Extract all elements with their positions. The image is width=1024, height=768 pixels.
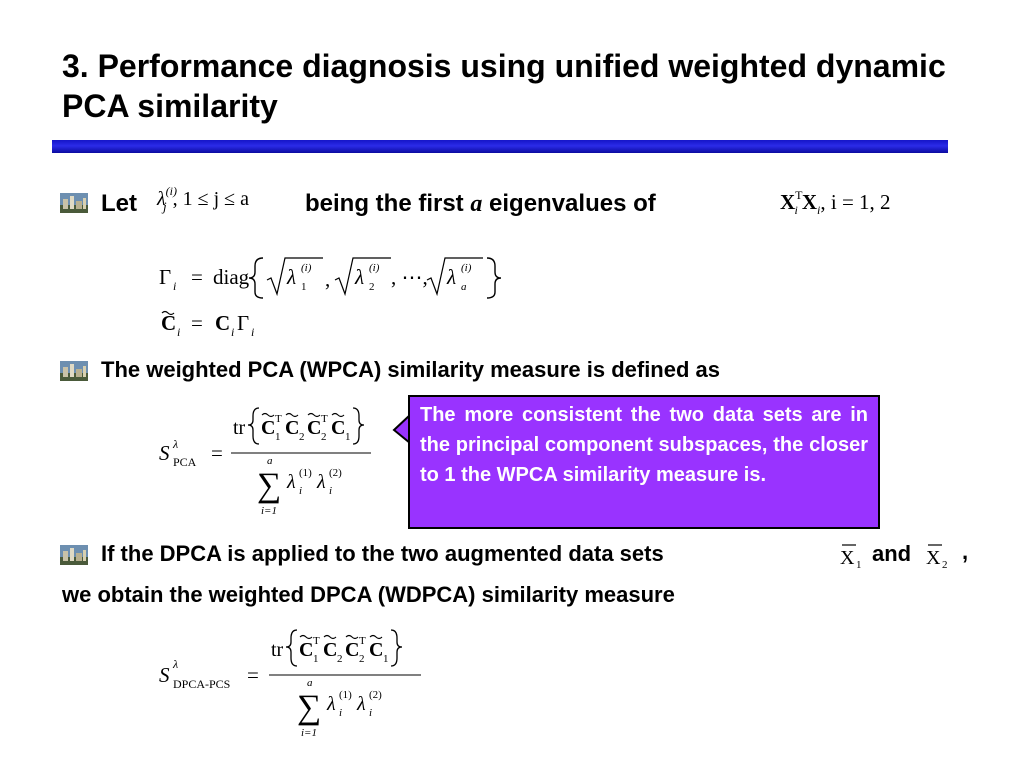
svg-text:i: i <box>173 279 176 293</box>
svg-text:1: 1 <box>383 653 389 665</box>
svg-text:λ: λ <box>286 471 296 493</box>
bullet-image-icon <box>60 545 88 565</box>
svg-text:λ: λ <box>446 265 456 289</box>
svg-text:(1): (1) <box>299 467 312 479</box>
svg-text:C: C <box>161 311 176 335</box>
svg-text:1: 1 <box>856 559 862 571</box>
svg-text:T: T <box>313 635 320 647</box>
lambda-j-expr: λ(i)j, 1 ≤ j ≤ a <box>157 184 250 214</box>
a-variable: a <box>470 191 483 217</box>
svg-text:λ: λ <box>172 437 178 451</box>
svg-text:2: 2 <box>359 653 365 665</box>
svg-text:λ: λ <box>286 265 296 289</box>
svg-text:C: C <box>331 417 345 439</box>
bullet-image-icon <box>60 361 88 381</box>
svg-text:λ: λ <box>316 471 326 493</box>
bullet-image-icon <box>60 193 88 213</box>
svg-text:diag: diag <box>213 265 250 289</box>
svg-text:Γ: Γ <box>159 265 171 289</box>
svg-text:(2): (2) <box>329 467 342 479</box>
svg-text:a: a <box>461 281 467 293</box>
wpca-formula: S λ PCA = tr C T 1 C 2 C T 2 C 1 a ∑ i=1… <box>159 407 371 517</box>
eigenvalues-of-label: eigenvalues of <box>489 190 656 217</box>
svg-text:a: a <box>267 455 273 467</box>
c-tilde-equation: C i = C i Γ i <box>161 310 254 339</box>
svg-text:a: a <box>307 677 313 689</box>
svg-text:tr: tr <box>271 639 284 661</box>
and-label: and <box>872 541 912 566</box>
svg-text:=: = <box>247 663 259 687</box>
svg-text:,: , <box>325 267 330 291</box>
svg-text:T: T <box>321 413 328 425</box>
svg-text:S: S <box>159 441 170 465</box>
svg-text:1: 1 <box>301 281 307 293</box>
wdpca-formula: S λ DPCA-PCS = tr C T 1 C 2 C T 2 C 1 a … <box>159 629 421 739</box>
gamma-diag-equation: Γ i = diag λ λ (i) 1 , λ (i) 2 , ⋯, λ (i… <box>159 257 502 299</box>
svg-text:T: T <box>275 413 282 425</box>
svg-text:i: i <box>369 707 372 719</box>
svg-text:λ: λ <box>326 693 336 715</box>
svg-text:i: i <box>231 325 234 339</box>
svg-text:(i): (i) <box>369 262 380 274</box>
svg-text:C: C <box>215 311 230 335</box>
svg-text:C: C <box>261 417 275 439</box>
x1-bar-symbol: X 1 <box>840 544 862 571</box>
svg-text:tr: tr <box>233 417 246 439</box>
svg-text:i: i <box>299 485 302 497</box>
svg-text:λ: λ <box>356 693 366 715</box>
wpca-definition-text: The weighted PCA (WPCA) similarity measu… <box>101 357 720 382</box>
svg-text:i=1: i=1 <box>261 505 277 517</box>
svg-text:i=1: i=1 <box>301 727 317 739</box>
svg-text:1: 1 <box>275 431 281 443</box>
svg-text:(2): (2) <box>369 689 382 701</box>
svg-text:2: 2 <box>337 653 343 665</box>
let-label: Let <box>101 190 137 217</box>
svg-text:C: C <box>323 639 337 661</box>
svg-text:S: S <box>159 663 170 687</box>
x2-bar-symbol: X 2 <box>926 544 948 571</box>
svg-text:i: i <box>329 485 332 497</box>
svg-text:T: T <box>359 635 366 647</box>
callout-text: The more consistent the two data sets ar… <box>420 404 868 486</box>
svg-text:C: C <box>299 639 313 661</box>
svg-text:C: C <box>307 417 321 439</box>
svg-text:2: 2 <box>369 281 375 293</box>
svg-text:C: C <box>285 417 299 439</box>
svg-text:2: 2 <box>321 431 327 443</box>
svg-text:Γ: Γ <box>237 311 249 335</box>
svg-text:, ⋯,: , ⋯, <box>391 265 428 289</box>
svg-text:X: X <box>926 547 941 569</box>
svg-text:∑: ∑ <box>257 467 281 504</box>
comma-label: , <box>962 539 969 564</box>
svg-text:C: C <box>345 639 359 661</box>
svg-text:X: X <box>840 547 855 569</box>
svg-text:1: 1 <box>345 431 351 443</box>
svg-text:=: = <box>191 311 203 335</box>
dpca-applied-text: If the DPCA is applied to the two augmen… <box>101 541 664 566</box>
svg-text:2: 2 <box>942 559 948 571</box>
svg-text:λ: λ <box>354 265 364 289</box>
title-divider <box>52 140 948 153</box>
svg-text:2: 2 <box>299 431 305 443</box>
wdpca-text: we obtain the weighted DPCA (WDPCA) simi… <box>62 582 675 607</box>
svg-text:λ: λ <box>172 657 178 671</box>
svg-text:=: = <box>191 265 203 289</box>
svg-text:DPCA-PCS: DPCA-PCS <box>173 677 230 691</box>
svg-text:i: i <box>251 325 254 339</box>
svg-text:PCA: PCA <box>173 455 197 469</box>
slide-title: 3. Performance diagnosis using unified w… <box>62 48 946 124</box>
svg-text:(1): (1) <box>339 689 352 701</box>
svg-text:i: i <box>177 325 180 339</box>
svg-text:=: = <box>211 441 223 465</box>
svg-text:(i): (i) <box>461 262 472 274</box>
svg-text:∑: ∑ <box>297 689 321 726</box>
svg-text:i: i <box>339 707 342 719</box>
being-first-label: being the first <box>305 190 464 217</box>
callout-box <box>408 395 880 529</box>
svg-text:C: C <box>369 639 383 661</box>
svg-text:(i): (i) <box>301 262 312 274</box>
svg-text:1: 1 <box>313 653 319 665</box>
